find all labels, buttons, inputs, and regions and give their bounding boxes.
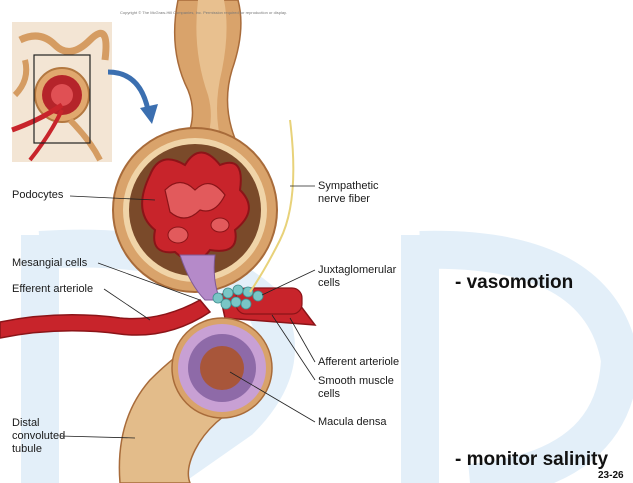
label-mesangial-cells: Mesangial cells [12,257,87,270]
label-juxtaglomerular-cells: Juxtaglomerular cells [318,264,396,290]
copyright-notice: Copyright © The McGraw-Hill Companies, I… [120,10,287,15]
note-monitor-salinity: - monitor salinity [455,449,608,471]
slide-number: 23-26 [598,470,624,481]
nephron-inset-thumbnail [12,22,112,162]
label-distal-convoluted-tubule: Distal convoluted tubule [12,417,65,456]
zoom-arrow [108,72,158,124]
note-vasomotion: - vasomotion [455,272,573,294]
proximal-tubule [175,0,241,150]
label-sympathetic-nerve-fiber: Sympathetic nerve fiber [318,180,379,206]
label-efferent-arteriole: Efferent arteriole [12,283,93,296]
label-smooth-muscle-cells: Smooth muscle cells [318,375,394,401]
label-podocytes: Podocytes [12,189,63,202]
label-afferent-arteriole: Afferent arteriole [318,356,399,369]
label-macula-densa: Macula densa [318,416,387,429]
